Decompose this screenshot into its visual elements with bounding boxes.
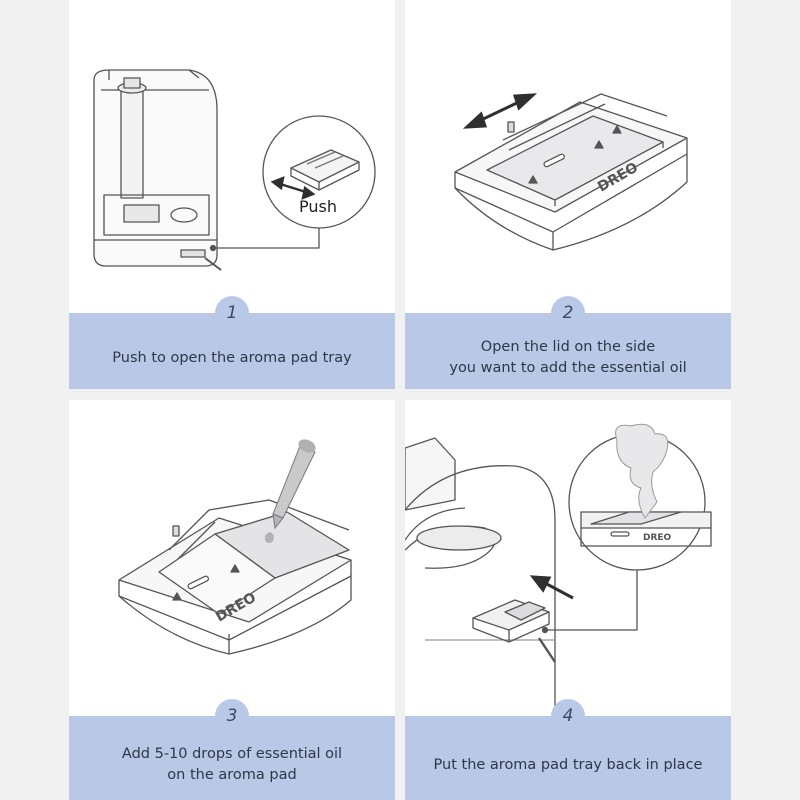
caption-band: 4 Put the aroma pad tray back in place	[405, 699, 731, 800]
insert-tray-illustration: DREO	[405, 423, 712, 716]
step-number-1: 1	[215, 296, 249, 330]
step-number-4: 4	[551, 699, 585, 733]
step-panel-3: DREO 3 Add 5-10 drops of essential oil o…	[69, 400, 395, 800]
caption-band: 1 Push to open the aroma pad tray	[69, 296, 395, 389]
caption-band: 2 Open the lid on the side you want to a…	[405, 296, 731, 389]
caption-band: 3 Add 5-10 drops of essential oil on the…	[69, 699, 395, 800]
step-instruction-2: Open the lid on the side you want to add…	[449, 339, 687, 376]
step-number-2: 2	[551, 296, 585, 330]
add-oil-illustration: DREO	[118, 439, 352, 655]
step-number-3: 3	[215, 699, 249, 733]
insert-arrow-icon	[529, 575, 574, 600]
humidifier-illustration: Push	[93, 69, 376, 271]
slide-arrow-icon	[462, 93, 538, 129]
push-arrow-icon	[270, 176, 316, 200]
tray-open-illustration: DREO	[454, 93, 688, 251]
step-panel-4: DREO 4 Put the aroma pad tray back in pl…	[405, 400, 731, 800]
step-instruction-4: Put the aroma pad tray back in place	[433, 756, 703, 773]
dropper-icon	[264, 439, 316, 543]
step-panel-2: DREO 2 Open the lid on the side you want…	[405, 0, 731, 389]
brand-logo: DREO	[643, 533, 672, 543]
step-panel-1: Push 1 Push to open the aroma pad tray	[69, 0, 395, 389]
step-instruction-3: Add 5-10 drops of essential oil on the a…	[121, 746, 343, 783]
step-instruction-1: Push to open the aroma pad tray	[112, 349, 352, 366]
push-label: Push	[299, 197, 337, 216]
